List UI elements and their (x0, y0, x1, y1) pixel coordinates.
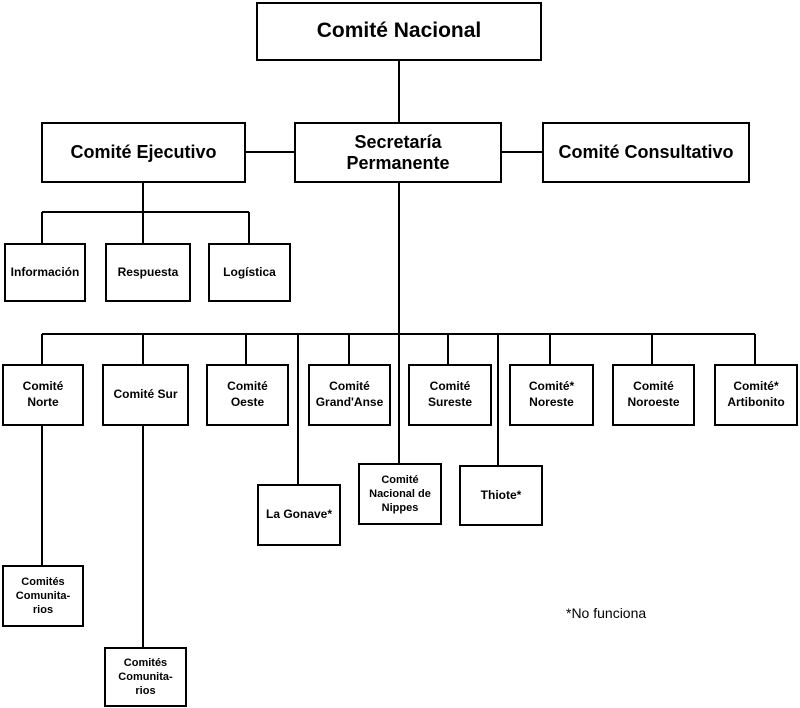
la-gonave-box: La Gonave* (257, 484, 341, 546)
comites-comunitarios-sur-box: Comités Comunita- rios (104, 647, 187, 707)
comite-sur-box: Comité Sur (102, 364, 189, 426)
thiote-box: Thiote* (459, 465, 543, 526)
respuesta-box: Respuesta (105, 243, 191, 302)
comite-artibonito-box: Comité* Artibonito (714, 364, 798, 426)
informacion-box: Información (4, 243, 86, 302)
comite-nacional-box: Comité Nacional (256, 2, 542, 61)
comite-norte-box: Comité Norte (2, 364, 84, 426)
footnote: *No funciona (566, 605, 647, 621)
comite-ejecutivo-box: Comité Ejecutivo (41, 122, 246, 183)
comite-sureste-box: Comité Sureste (408, 364, 492, 426)
comite-consultativo-box: Comité Consultativo (542, 122, 750, 183)
comite-noroeste-box: Comité Noroeste (612, 364, 695, 426)
comite-noreste-box: Comité* Noreste (509, 364, 594, 426)
comite-grandanse-box: Comité Grand'Anse (308, 364, 391, 426)
comite-oeste-box: Comité Oeste (206, 364, 289, 426)
logistica-box: Logística (208, 243, 291, 302)
secretaria-permanente-box: Secretaría Permanente (294, 122, 502, 183)
comite-nacional-nippes-box: Comité Nacional de Nippes (358, 463, 442, 525)
comites-comunitarios-norte-box: Comités Comunita- rios (2, 565, 84, 627)
